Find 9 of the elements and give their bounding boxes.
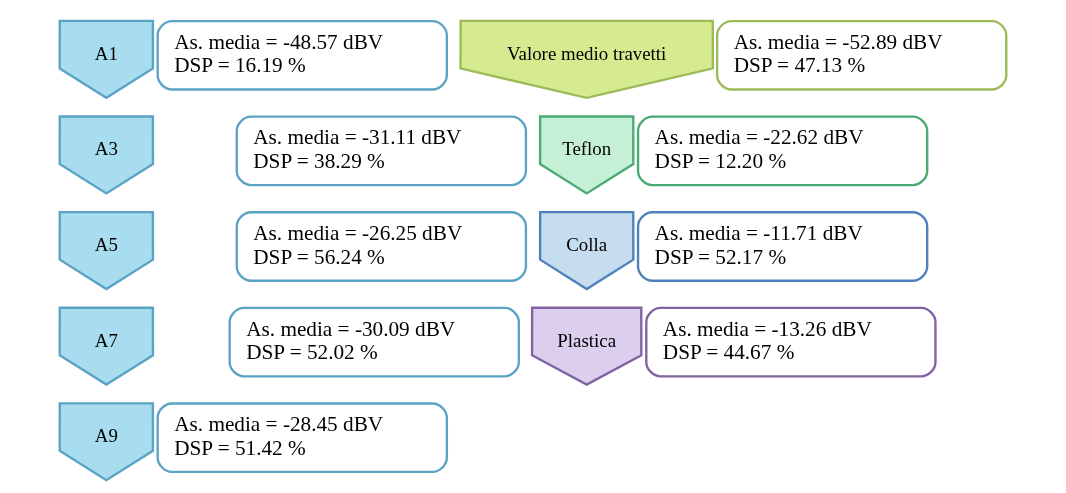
node-box: As. media = -31.11 dBV DSP = 38.29 % <box>235 115 528 187</box>
node-box: As. media = -13.26 dBV DSP = 44.67 % <box>645 306 937 378</box>
node-box: As. media = -11.71 dBV DSP = 52.17 % <box>636 211 929 282</box>
node-box: As. media = -28.45 dBV DSP = 51.42 % <box>156 402 448 474</box>
node-box: As. media = -22.62 dBV DSP = 12.20 % <box>636 115 929 187</box>
node-box: As. media = -30.09 dBV DSP = 52.02 % <box>228 306 520 378</box>
node-box: As. media = -26.25 dBV DSP = 56.24 % <box>235 211 528 282</box>
node-box: As. media = -48.57 dBV DSP = 16.19 % <box>156 19 448 91</box>
node-box: As. media = -52.89 dBV DSP = 47.13 % <box>715 19 1008 91</box>
